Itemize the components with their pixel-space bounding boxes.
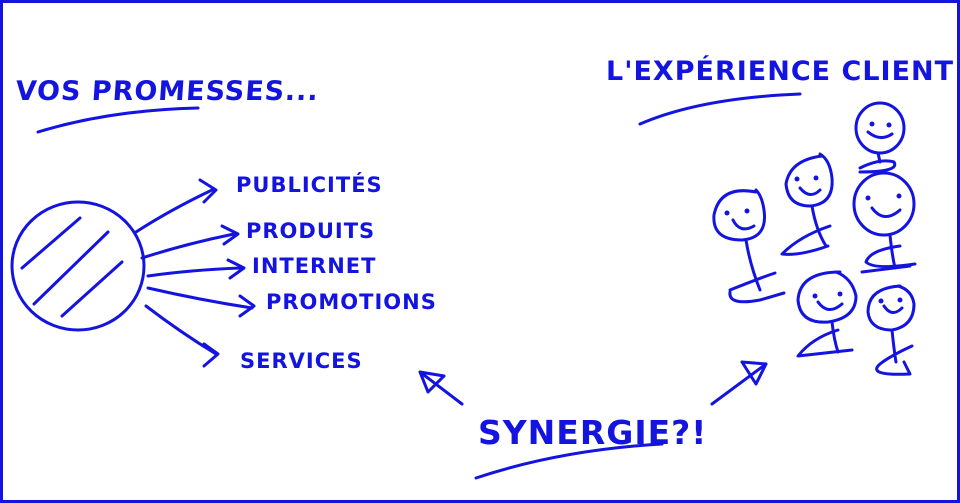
promise-arrows <box>134 178 256 368</box>
promise-label: PRODUITS <box>246 219 375 243</box>
promise-label: SERVICES <box>240 349 363 373</box>
arrow-right-icon <box>710 360 768 406</box>
center-label: SYNERGIE?! <box>478 413 707 452</box>
customer-figures <box>712 101 917 376</box>
customer-figure-icon <box>712 188 786 304</box>
left-title: VOS PROMESSES... <box>15 76 320 107</box>
customer-figure-icon <box>780 152 834 256</box>
customer-figure-icon <box>796 270 858 358</box>
customer-figure-icon <box>866 284 916 376</box>
promise-label: INTERNET <box>252 254 376 278</box>
promises-circle <box>10 200 146 332</box>
customer-figure-icon <box>852 171 917 274</box>
promise-label: PROMOTIONS <box>266 290 437 314</box>
arrow-left-icon <box>418 370 464 406</box>
right-title: L'EXPÉRIENCE CLIENT <box>606 55 954 87</box>
left-title-underline <box>36 106 200 134</box>
promise-label: PUBLICITÉS <box>236 172 383 197</box>
right-title-underline <box>638 92 802 126</box>
center-label-underline <box>474 442 664 480</box>
customer-figure-icon <box>854 101 906 174</box>
